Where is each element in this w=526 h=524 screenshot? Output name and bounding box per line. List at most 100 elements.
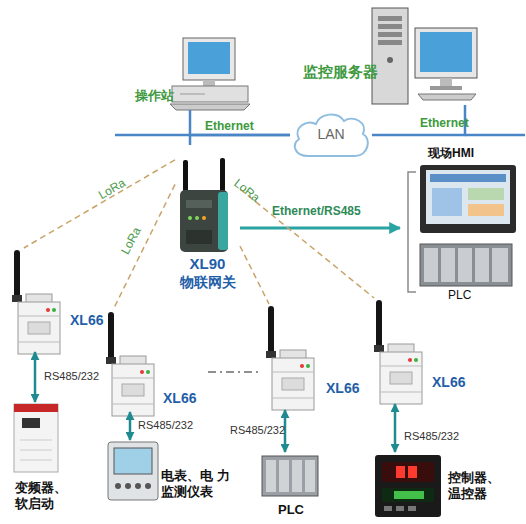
node-label: 操作站 (135, 88, 174, 104)
node-label: 变频器、 软启动 (15, 480, 73, 511)
lan-cloud: LAN (290, 110, 372, 160)
plc-device (279, 460, 289, 492)
ethernet-line (372, 105, 465, 135)
edge-label: RS485/232 (230, 424, 285, 437)
edge-label: LoRa (96, 176, 128, 203)
node-label: XL90 (175, 255, 240, 273)
server-computer (418, 94, 476, 100)
lora-link (240, 189, 374, 298)
server-computer (378, 16, 402, 21)
plc-node: PLC (256, 452, 326, 522)
server-computer (372, 8, 477, 104)
temperature-controller (375, 455, 441, 517)
hmi-plc-illustration (441, 248, 455, 282)
node-label: 电表、电 力监测仪表 (161, 468, 241, 499)
inverter-device (20, 440, 52, 441)
hmi-plc-illustration (424, 248, 438, 282)
temperature-controller (384, 506, 392, 511)
xl66-module (266, 306, 314, 410)
hmi-plc-illustration (475, 248, 489, 282)
edge-label: Ethernet (420, 116, 469, 130)
node-label: 现场HMI (428, 146, 474, 160)
server-computer (415, 28, 477, 78)
edge-label: LoRa (118, 225, 144, 257)
temperature-controller (375, 455, 441, 517)
power-meter (108, 442, 158, 500)
temperature-controller (396, 466, 405, 478)
xl66-node: XL66 (370, 298, 475, 404)
inverter-device (22, 418, 40, 428)
power-meter (114, 448, 152, 474)
gateway-device (195, 216, 199, 220)
ethernet-rs485-arrow (240, 227, 400, 230)
xl66-node: XL66 (262, 304, 362, 410)
hmi-plc-illustration (408, 165, 516, 292)
rs485-arrow (284, 410, 287, 452)
operator-computer (203, 80, 215, 86)
hmi-plc-illustration (426, 170, 510, 224)
ethernet-bus (115, 134, 190, 137)
server-computer (420, 32, 472, 72)
hmi-plc-illustration (432, 188, 462, 216)
power-meter (125, 483, 131, 489)
inverter-device (20, 460, 52, 461)
server-computer (378, 32, 402, 37)
xl66-module (106, 312, 154, 416)
lora-link (24, 160, 175, 248)
node-label: XL66 (70, 312, 103, 329)
field-hmi-plc: 现场HMI PLC (400, 146, 522, 304)
edge-label: Ethernet (205, 119, 254, 133)
server-computer (430, 86, 462, 90)
node-label: 控制器、 温控器 (448, 470, 508, 501)
hmi-plc-illustration (420, 165, 516, 233)
server-computer (372, 8, 408, 104)
plc-device (292, 460, 302, 492)
server-computer (387, 57, 393, 63)
operator-station: 操作站 (133, 38, 248, 110)
plc-device (305, 460, 315, 492)
gateway-device (220, 158, 225, 192)
gateway-device (180, 190, 228, 252)
plc-device (262, 456, 318, 496)
hmi-plc-illustration (492, 248, 508, 282)
power-meter (145, 483, 151, 489)
gateway-device (180, 158, 228, 252)
inverter-device (14, 404, 58, 472)
power-meter (108, 442, 158, 500)
node-label: PLC (448, 288, 471, 302)
monitoring-server: 监控服务器 (300, 5, 485, 105)
power-meter-node: 电表、电 力监测仪表 (103, 440, 253, 520)
hmi-plc-illustration (420, 244, 512, 286)
rs485-arrow (129, 412, 132, 440)
edge-label: RS485/232 (404, 430, 459, 443)
operator-computer (172, 86, 248, 102)
inverter-node: 变频器、 软启动 (5, 402, 77, 520)
temperature-controller (408, 466, 417, 478)
ethernet-bus (465, 134, 525, 137)
hmi-plc-illustration (430, 174, 506, 182)
xl66-node: XL66 (8, 248, 113, 352)
hmi-plc-illustration (468, 188, 504, 200)
hmi-plc-illustration (408, 172, 416, 292)
xl66-node: XL66 (103, 310, 208, 412)
temperature-controller (382, 488, 434, 502)
iot-gateway: XL90物联网关 (175, 145, 240, 297)
hmi-plc-illustration (458, 248, 472, 282)
plc-device (262, 456, 318, 496)
xl66-module (12, 250, 60, 354)
gateway-device (186, 200, 212, 208)
rs485-arrow (34, 352, 37, 402)
controller-node: 控制器、 温控器 (372, 452, 522, 520)
temperature-controller (394, 491, 424, 499)
temperature-controller (408, 506, 416, 511)
dash-dot-link (208, 371, 262, 372)
inverter-device (14, 404, 58, 412)
node-label: 物联网关 (170, 274, 245, 291)
operator-computer (183, 38, 235, 80)
node-label: LAN (290, 126, 372, 143)
inverter-device (14, 404, 58, 472)
node-label: XL66 (163, 390, 196, 407)
xl66-module (374, 300, 422, 404)
temperature-controller (382, 462, 434, 482)
